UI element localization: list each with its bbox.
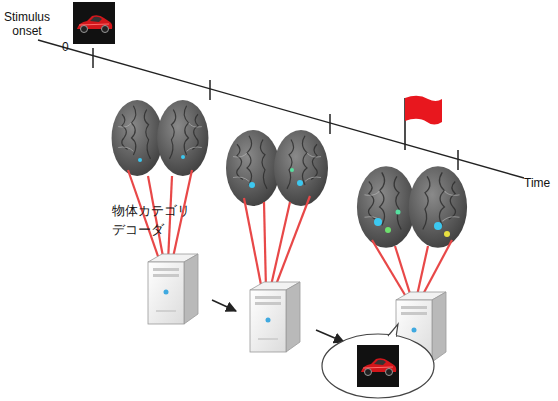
time-zero: 0 [62, 40, 69, 54]
axis-label: Stimulus onset [4, 10, 50, 39]
decoder-label: 物体カテゴリ デコーダ [112, 202, 190, 240]
axis-label: Time [524, 176, 550, 190]
